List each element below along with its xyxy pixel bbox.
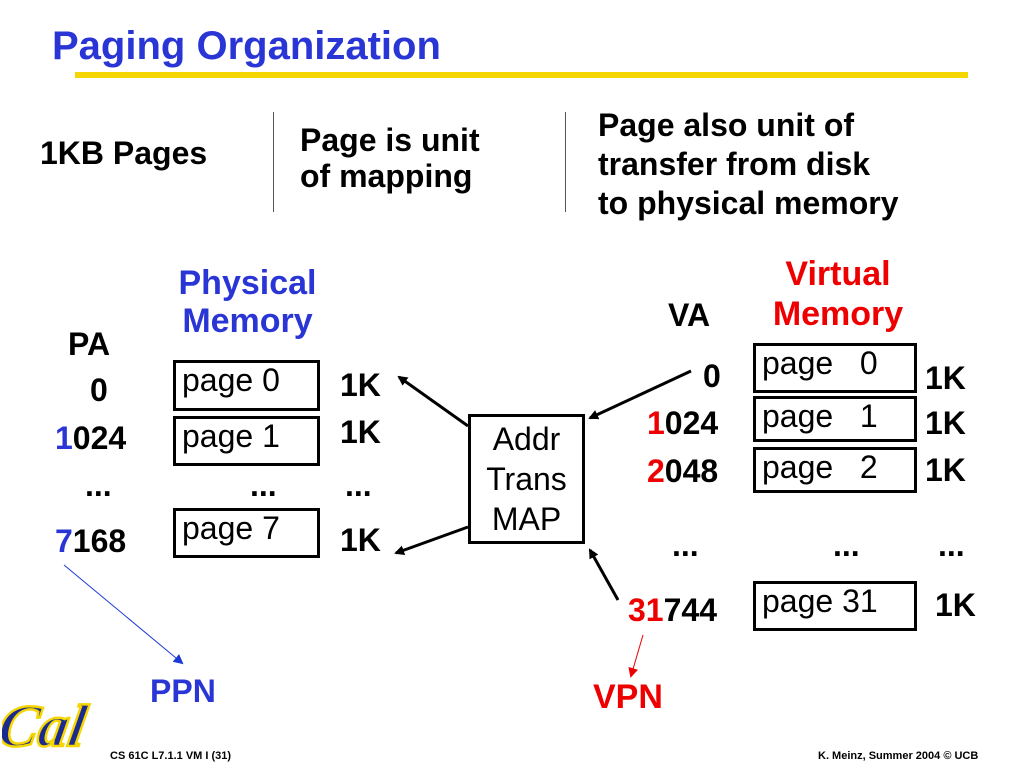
pa-address-7168-rest: 168 (72, 523, 127, 559)
header-divider-2 (565, 112, 566, 212)
virtual-page-ellipsis: ... (833, 527, 860, 563)
va-address-31744-rest: 744 (663, 592, 717, 628)
pa-address-7168: 7168 (55, 523, 126, 560)
unit-of-transfer-line-2: transfer from disk (598, 146, 871, 182)
virtual-page-0: page 0 (753, 343, 917, 393)
pa-address-7168-prefix: 7 (55, 523, 73, 559)
addr-trans-map-box: Addr Trans MAP (468, 414, 585, 544)
unit-of-mapping-text: Page is unit of mapping (300, 122, 480, 194)
physical-page-0: page 0 (173, 360, 320, 411)
pages-size-label: 1KB Pages (40, 135, 208, 171)
physical-heading-line-1: Physical (178, 264, 317, 302)
pa-address-0: 0 (90, 372, 108, 409)
va-address-2048-rest: 048 (664, 453, 719, 489)
arrow-map-to-page-0 (397, 375, 469, 428)
arrow-to-ppn (63, 564, 184, 665)
vpn-label: VPN (593, 678, 663, 716)
virtual-page-2: page 2 (753, 447, 917, 493)
virtual-page-1: page 1 (753, 396, 917, 442)
header-divider-1 (273, 112, 274, 212)
arrow-va-to-map (588, 369, 692, 420)
unit-of-mapping-line-2: of mapping (300, 158, 473, 194)
unit-of-mapping-line-1: Page is unit (300, 122, 480, 158)
physical-page-ellipsis: ... (250, 467, 277, 503)
va-address-31744: 31744 (628, 592, 717, 629)
unit-of-transfer-text: Page also unit of transfer from disk to … (598, 106, 899, 223)
pa-address-0-rest: 0 (90, 372, 108, 408)
va-address-31744-prefix: 31 (628, 592, 664, 628)
virtual-page-31: page 31 (753, 581, 917, 631)
va-address-1024-prefix: 1 (647, 405, 665, 441)
footer-credit-label: K. Meinz, Summer 2004 © UCB (818, 750, 979, 762)
va-address-1024-rest: 024 (664, 405, 719, 441)
pa-address-ellipsis: ... (85, 467, 112, 503)
va-address-2048: 2048 (647, 453, 718, 490)
unit-of-transfer-line-1: Page also unit of (598, 107, 855, 143)
title-underline (75, 72, 968, 78)
physical-memory-heading: Physical Memory (160, 264, 335, 340)
arrow-map-to-page-7 (394, 525, 469, 555)
arrow-to-vpn (628, 634, 644, 678)
cal-logo-text: Cal (2, 693, 92, 759)
va-label: VA (668, 297, 711, 333)
addr-trans-line-1: Addr (492, 421, 561, 457)
cal-logo-icon: Cal (2, 692, 93, 760)
unit-of-transfer-line-3: to physical memory (598, 185, 899, 221)
physical-size-7: 1K (340, 522, 381, 558)
virtual-size-2: 1K (925, 452, 966, 488)
pa-label: PA (68, 326, 111, 362)
physical-size-0: 1K (340, 367, 381, 403)
virtual-size-31: 1K (935, 587, 976, 623)
arrow-31744-to-map (588, 548, 620, 601)
virtual-memory-heading: Virtual Memory (758, 254, 918, 334)
physical-page-7: page 7 (173, 508, 320, 558)
virtual-size-ellipsis: ... (938, 527, 965, 563)
va-address-0-rest: 0 (703, 358, 721, 394)
ppn-label: PPN (150, 673, 216, 709)
virtual-size-1: 1K (925, 405, 966, 441)
slide-title: Paging Organization (52, 24, 441, 68)
physical-size-1: 1K (340, 414, 381, 450)
pa-address-1024-prefix: 1 (55, 420, 73, 456)
footer-course-label: CS 61C L7.1.1 VM I (31) (110, 750, 232, 762)
virtual-heading-line-1: Virtual (785, 255, 891, 293)
virtual-heading-line-2: Memory (772, 295, 904, 333)
pa-address-1024: 1024 (55, 420, 126, 457)
va-address-2048-prefix: 2 (647, 453, 665, 489)
va-address-0: 0 (703, 358, 721, 395)
addr-trans-line-3: MAP (491, 501, 562, 537)
va-address-1024: 1024 (647, 405, 718, 442)
pa-address-1024-rest: 024 (72, 420, 127, 456)
va-address-ellipsis: ... (672, 527, 699, 563)
physical-page-1: page 1 (173, 416, 320, 466)
addr-trans-line-2: Trans (486, 461, 567, 497)
virtual-size-0: 1K (925, 360, 966, 396)
physical-heading-line-2: Memory (182, 302, 313, 340)
physical-size-ellipsis: ... (345, 467, 372, 503)
